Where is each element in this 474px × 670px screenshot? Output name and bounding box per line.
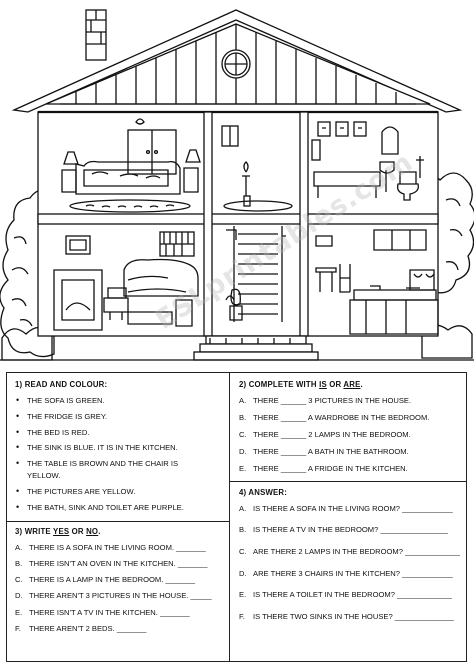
- title-keyword: IS: [319, 380, 327, 389]
- exercise-list: A. THERE IS A SOFA IN THE LIVING ROOM. __…: [15, 542, 225, 633]
- item-label: C.: [239, 429, 247, 439]
- divider-vertical: [229, 373, 230, 661]
- list-item: E. IS THERE A TOILET IN THE BEDROOM? ____…: [239, 591, 461, 599]
- item-text: ARE THERE 3 CHAIRS IN THE KITCHEN? _____…: [253, 568, 453, 578]
- section-title: 2) COMPLETE WITH IS OR ARE.: [239, 381, 461, 389]
- list-item: D. THERE ______ A BATH IN THE BATHROOM.: [239, 446, 461, 456]
- item-label: D.: [239, 446, 247, 456]
- divider-left: [7, 521, 229, 522]
- item-label: E.: [239, 590, 247, 600]
- item-text: THERE ______ A WARDROBE IN THE BEDROOM.: [253, 412, 430, 422]
- item-label: B.: [15, 558, 23, 568]
- list-item: THE BED IS RED.: [15, 428, 220, 437]
- bathroom: [311, 121, 424, 201]
- kitchen: [315, 229, 439, 335]
- item-label: F.: [15, 623, 21, 633]
- tree-left-icon: [0, 189, 55, 358]
- list-item: E. THERE ISN'T A TV IN THE KITCHEN. _____…: [15, 607, 225, 617]
- item-text: IS THERE A TOILET IN THE BEDROOM? ______…: [253, 590, 452, 600]
- list-item: C. THERE ______ 2 LAMPS IN THE BEDROOM.: [239, 429, 461, 439]
- item-label: D.: [15, 591, 23, 601]
- item-text: THERE IS A SOFA IN THE LIVING ROOM. ____…: [29, 542, 206, 552]
- item-text: THERE AREN'T 3 PICTURES IN THE HOUSE. __…: [29, 591, 212, 601]
- exercise-list: A.THERE ______ 3 PICTURES IN THE HOUSE. …: [239, 395, 461, 473]
- title-keyword: NO: [86, 527, 99, 536]
- title-text: .: [360, 380, 363, 389]
- item-label: C.: [239, 546, 247, 556]
- section-read-and-colour: 1) READ AND COLOUR: THE SOFA IS GREEN. T…: [15, 381, 220, 520]
- stairs: [225, 226, 286, 322]
- front-steps: [193, 335, 319, 361]
- title-text: 2) COMPLETE WITH: [239, 380, 320, 389]
- item-text: IS THERE A SOFA IN THE LIVING ROOM? ____…: [253, 503, 453, 513]
- item-text: IS THERE TWO SINKS IN THE HOUSE? _______…: [253, 611, 454, 621]
- list-item: A. THERE ______ 3 PICTURES IN THE HOUSE.: [239, 395, 461, 405]
- section-title: 4) ANSWER:: [239, 488, 288, 497]
- list-item: THE BATH, SINK AND TOILET ARE PURPLE.: [15, 503, 220, 512]
- list-item: E. THERE ______ A FRIDGE IN THE KITCHEN.: [239, 463, 461, 473]
- item-text: THERE ISN'T AN OVEN IN THE KITCHEN. ____…: [29, 558, 208, 568]
- item-label: A.: [239, 503, 247, 513]
- item-label: D.: [239, 568, 247, 578]
- exercise-list: A. IS THERE A SOFA IN THE LIVING ROOM? __…: [239, 503, 461, 621]
- bedroom: [61, 118, 201, 213]
- living-room: [53, 231, 199, 331]
- item-label: A.: [15, 542, 23, 552]
- section-title: 3) WRITE YES OR NO.: [15, 528, 225, 536]
- list-item: F. THERE AREN'T 2 BEDS. _______: [15, 623, 225, 633]
- list-item: C. ARE THERE 2 LAMPS IN THE BEDROOM? ____…: [239, 548, 461, 556]
- round-window-icon: [221, 49, 251, 79]
- list-item: THE PICTURES ARE YELLOW.: [15, 487, 220, 496]
- divider-right: [229, 481, 466, 482]
- item-text: THERE ______ A FRIDGE IN THE KITCHEN.: [253, 463, 408, 473]
- item-text: THERE ______ A BATH IN THE BATHROOM.: [253, 446, 409, 456]
- section-write-yes-or-no: 3) WRITE YES OR NO. A. THERE IS A SOFA IN…: [15, 528, 225, 641]
- section-complete: 2) COMPLETE WITH IS OR ARE. A. THERE ____…: [239, 381, 461, 482]
- item-label: B.: [239, 525, 247, 535]
- list-item: D. ARE THERE 3 CHAIRS IN THE KITCHEN? ___…: [239, 568, 461, 578]
- item-label: E.: [239, 463, 247, 473]
- list-item: A. IS THERE A SOFA IN THE LIVING ROOM? __…: [239, 503, 461, 513]
- instruction-list: THE SOFA IS GREEN. THE FRIDGE IS GREY. T…: [15, 396, 220, 512]
- item-label: C.: [15, 575, 23, 585]
- item-text: THERE AREN'T 2 BEDS. _______: [29, 623, 147, 633]
- list-item: THE SOFA IS GREEN.: [15, 396, 220, 405]
- section-answer: 4) ANSWER: A. IS THERE A SOFA IN THE LIVI…: [239, 489, 461, 634]
- section-title: 1) READ AND COLOUR:: [15, 380, 108, 389]
- title-text: OR: [69, 527, 87, 536]
- item-text: THERE IS A LAMP IN THE BEDROOM. _______: [29, 575, 196, 585]
- item-text: ARE THERE 2 LAMPS IN THE BEDROOM? ______…: [253, 546, 460, 556]
- list-item: THE FRIDGE IS GREY.: [15, 412, 220, 421]
- list-item-continuation: YELLOW.: [27, 470, 61, 480]
- list-item: A. THERE IS A SOFA IN THE LIVING ROOM. __…: [15, 542, 225, 552]
- item-label: A.: [239, 395, 247, 405]
- item-text: THERE ______ 3 PICTURES IN THE HOUSE.: [253, 395, 412, 405]
- list-item: B. THERE ISN'T AN OVEN IN THE KITCHEN. __…: [15, 560, 225, 568]
- item-label: B.: [239, 412, 247, 422]
- title-text: OR: [326, 380, 344, 389]
- list-item: C. THERE IS A LAMP IN THE BEDROOM. ______…: [15, 576, 225, 584]
- item-text: THERE ______ 2 LAMPS IN THE BEDROOM.: [253, 429, 411, 439]
- list-item: THE TABLE IS BROWN AND THE CHAIR IS: [15, 459, 220, 468]
- item-label: E.: [15, 607, 23, 617]
- title-keyword: ARE: [343, 380, 361, 389]
- title-text: .: [98, 527, 101, 536]
- title-text: 3) WRITE: [15, 527, 54, 536]
- tree-right-icon: [432, 172, 474, 294]
- list-item: B. THERE ______ A WARDROBE IN THE BEDROOM…: [239, 412, 461, 422]
- item-text: THERE ISN'T A TV IN THE KITCHEN. _______: [29, 607, 190, 617]
- upstairs-hall: [221, 125, 293, 212]
- item-text: IS THERE A TV IN THE BEDROOM? __________…: [253, 525, 449, 535]
- item-label: F.: [239, 611, 245, 621]
- title-keyword: YES: [53, 527, 70, 536]
- list-item: B. IS THERE A TV IN THE BEDROOM? ________…: [239, 526, 461, 534]
- list-item: D. THERE AREN'T 3 PICTURES IN THE HOUSE. …: [15, 592, 225, 600]
- house-illustration: [0, 9, 474, 361]
- list-item: F. IS THERE TWO SINKS IN THE HOUSE? _____…: [239, 611, 461, 621]
- worksheet: 1) READ AND COLOUR: THE SOFA IS GREEN. T…: [6, 372, 467, 662]
- list-item: THE SINK IS BLUE. IT IS IN THE KITCHEN.: [15, 444, 220, 453]
